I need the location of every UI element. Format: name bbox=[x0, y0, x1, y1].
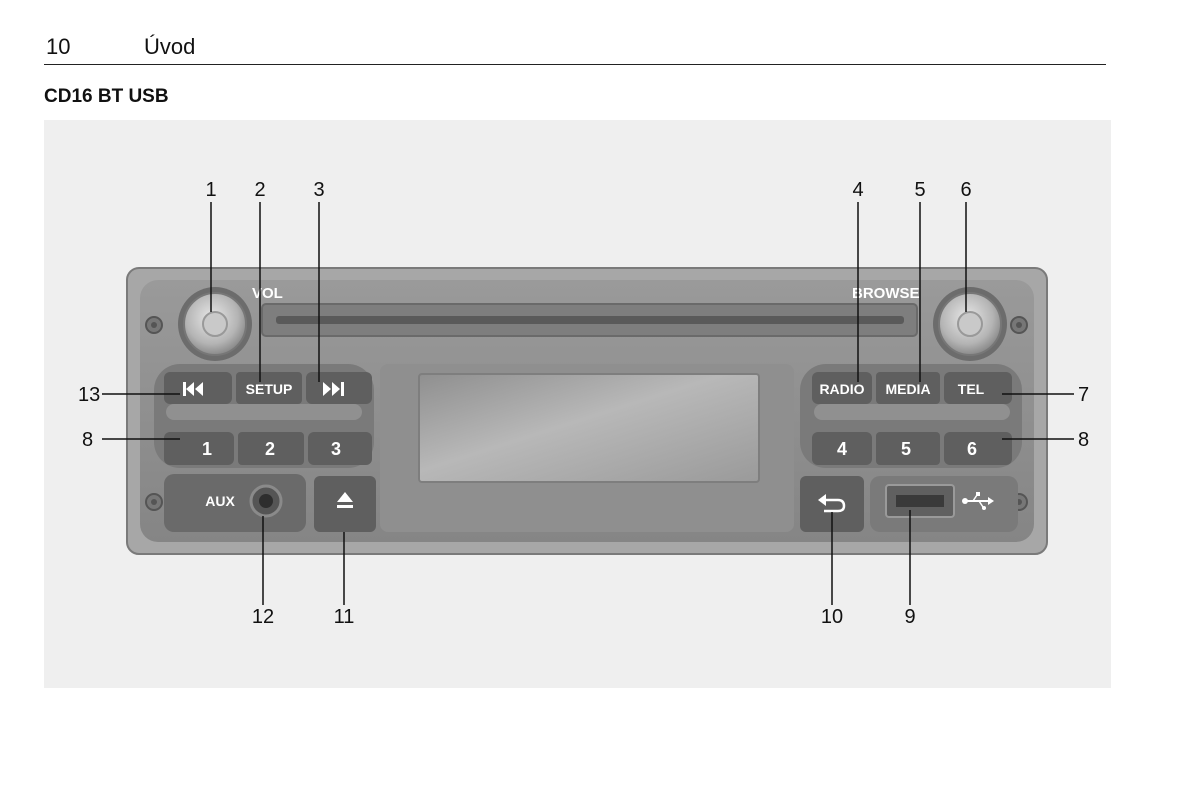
aux-area: AUX bbox=[164, 474, 306, 532]
preset-6-button[interactable]: 6 bbox=[944, 432, 1012, 465]
preset-6-label: 6 bbox=[967, 439, 977, 459]
preset-3-button[interactable]: 3 bbox=[308, 432, 372, 465]
chapter-title: Úvod bbox=[144, 34, 196, 59]
prev-track-button[interactable] bbox=[164, 372, 232, 404]
preset-5-button[interactable]: 5 bbox=[876, 432, 940, 465]
right-button-groove bbox=[814, 404, 1010, 420]
preset-5-label: 5 bbox=[901, 439, 911, 459]
page-number: 10 bbox=[46, 34, 71, 59]
radio-label: RADIO bbox=[819, 381, 864, 397]
preset-1-label: 1 bbox=[202, 439, 212, 459]
setup-button[interactable]: SETUP bbox=[236, 372, 302, 404]
usb-port[interactable] bbox=[885, 484, 955, 518]
media-label: MEDIA bbox=[885, 381, 930, 397]
callout-8-left: 8 bbox=[82, 429, 93, 451]
callout-3: 3 bbox=[313, 179, 324, 201]
preset-1-button[interactable]: 1 bbox=[164, 432, 234, 465]
callout-9: 9 bbox=[904, 606, 915, 628]
browse-label: BROWSE bbox=[852, 285, 920, 302]
back-arrow-icon bbox=[818, 494, 846, 513]
back-button[interactable] bbox=[800, 476, 864, 532]
usb-icon bbox=[962, 492, 994, 510]
aux-label: AUX bbox=[205, 493, 235, 509]
callout-7: 7 bbox=[1078, 384, 1089, 406]
screw-icon bbox=[1010, 316, 1028, 334]
screw-icon bbox=[145, 493, 163, 511]
tel-label: TEL bbox=[958, 381, 985, 397]
preset-2-button[interactable]: 2 bbox=[238, 432, 304, 465]
preset-4-button[interactable]: 4 bbox=[812, 432, 872, 465]
radio-diagram: VOL BROWSE SETUP 1 2 bbox=[78, 179, 1089, 628]
skip-forward-icon bbox=[323, 382, 344, 396]
next-track-button[interactable] bbox=[306, 372, 372, 404]
volume-knob[interactable] bbox=[178, 287, 252, 361]
left-button-groove bbox=[166, 404, 362, 420]
tel-button[interactable]: TEL bbox=[944, 372, 1012, 404]
callout-5: 5 bbox=[914, 179, 925, 201]
callout-6: 6 bbox=[960, 179, 971, 201]
callout-12: 12 bbox=[252, 606, 274, 628]
setup-label: SETUP bbox=[246, 381, 293, 397]
aux-jack[interactable] bbox=[249, 484, 283, 518]
callout-1: 1 bbox=[205, 179, 216, 201]
radio-figure: VOL BROWSE SETUP 1 2 bbox=[44, 120, 1111, 688]
preset-3-label: 3 bbox=[331, 439, 341, 459]
callout-8-right: 8 bbox=[1078, 429, 1089, 451]
preset-2-label: 2 bbox=[265, 439, 275, 459]
callout-13: 13 bbox=[78, 384, 100, 406]
preset-4-label: 4 bbox=[837, 439, 847, 459]
callout-4: 4 bbox=[852, 179, 863, 201]
radio-button[interactable]: RADIO bbox=[812, 372, 872, 404]
eject-icon bbox=[337, 492, 353, 508]
callout-11: 11 bbox=[334, 606, 355, 628]
browse-knob[interactable] bbox=[933, 287, 1007, 361]
cd-slot-opening bbox=[276, 316, 904, 324]
page-header: 10 Úvod bbox=[44, 34, 1106, 65]
callout-10: 10 bbox=[821, 606, 843, 628]
section-title: CD16 BT USB bbox=[44, 86, 169, 107]
media-button[interactable]: MEDIA bbox=[876, 372, 940, 404]
callout-lines bbox=[102, 202, 1074, 605]
screw-icon bbox=[145, 316, 163, 334]
skip-back-icon bbox=[183, 382, 203, 396]
eject-button[interactable] bbox=[314, 476, 376, 532]
vol-label: VOL bbox=[252, 285, 283, 302]
display-screen bbox=[418, 373, 760, 483]
callout-2: 2 bbox=[254, 179, 265, 201]
